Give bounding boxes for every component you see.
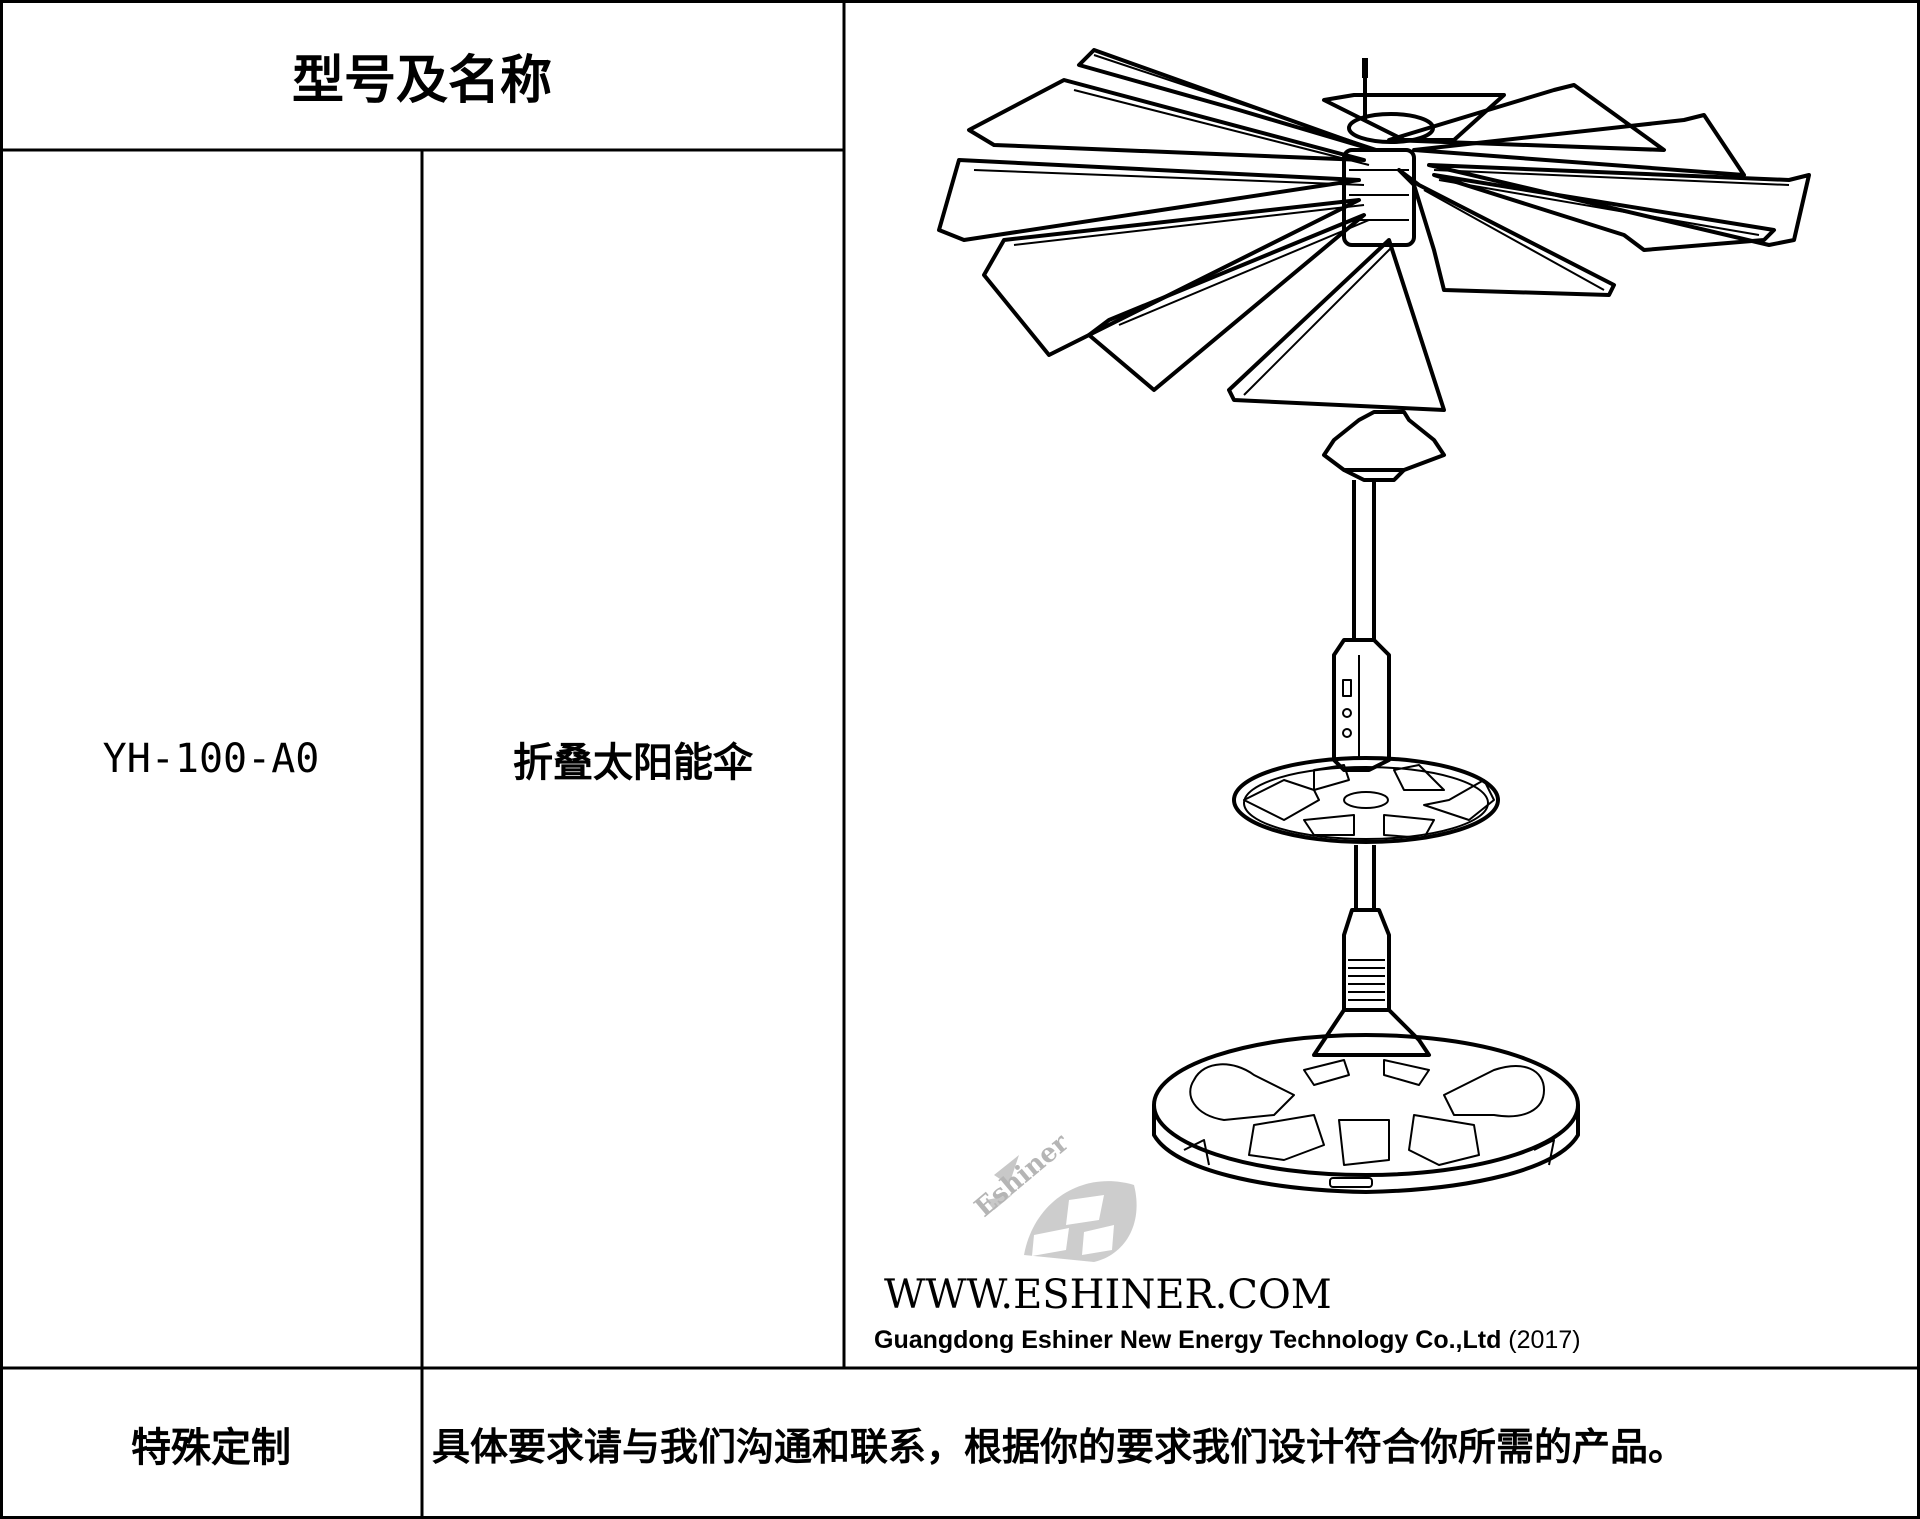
company-name: Guangdong Eshiner New Energy Technology … bbox=[874, 1326, 1581, 1355]
petal bbox=[982, 198, 1361, 357]
product-illustration: Eshiner bbox=[937, 48, 1811, 1262]
copyright-year: (2017) bbox=[1508, 1326, 1581, 1354]
product-name: 折叠太阳能伞 bbox=[513, 740, 753, 786]
custom-text: 具体要求请与我们沟通和联系，根据你的要求我们设计符合你所需的产品。 bbox=[432, 1425, 1687, 1469]
custom-label: 特殊定制 bbox=[131, 1424, 291, 1471]
eshiner-logo-icon: Eshiner bbox=[969, 1128, 1137, 1262]
company-text: Guangdong Eshiner New Energy Technology … bbox=[874, 1326, 1502, 1354]
canopy-petals bbox=[937, 48, 1811, 412]
model-number: YH-100-A0 bbox=[102, 736, 320, 782]
website-url: WWW.ESHINER.COM bbox=[884, 1272, 1332, 1318]
header-title: 型号及名称 bbox=[291, 50, 552, 111]
petal bbox=[1432, 173, 1776, 252]
